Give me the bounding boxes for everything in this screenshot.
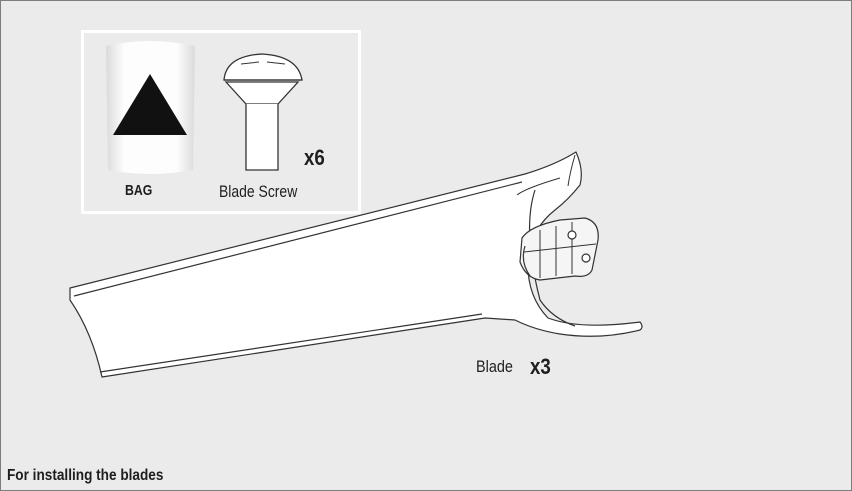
blade-screw-quantity: x6 — [304, 145, 325, 170]
screw-icon — [223, 53, 303, 171]
blade-quantity: x3 — [530, 354, 551, 379]
bag-icon — [106, 41, 195, 174]
footer-caption: For installing the blades — [7, 467, 164, 484]
blade-label: Blade — [476, 357, 513, 376]
bag-label: BAG — [125, 182, 153, 199]
blade-illustration — [69, 151, 643, 378]
blade-screw-label: Blade Screw — [219, 182, 298, 201]
